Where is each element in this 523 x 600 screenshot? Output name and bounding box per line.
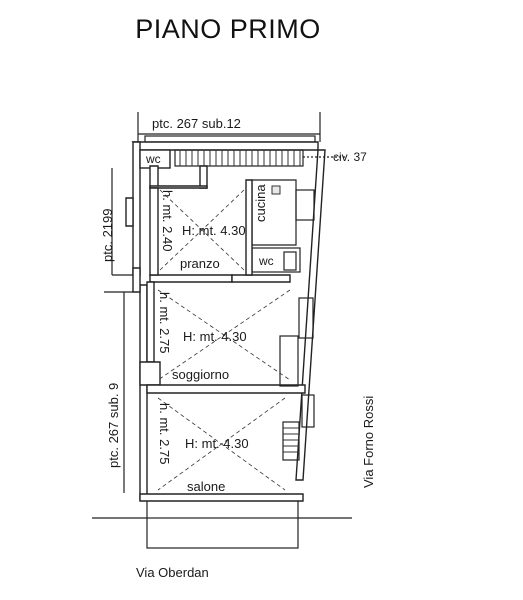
staircase-top [174,149,345,167]
wc-top-label: wc [145,152,161,166]
soggiorno-label: soggiorno [172,367,229,382]
soggiorno-ceiling-diagonals [157,289,291,381]
wc-mid-label: wc [258,254,274,268]
cucina-label: cucina [253,184,268,222]
middle-partitions [139,281,314,394]
pranzo-height-main: H: mt. 4.30 [182,223,246,238]
salone-label: salone [187,479,225,494]
salone-ceiling-diagonals [157,397,286,491]
civic-number-label: civ. 37 [333,150,367,164]
neighbor-left-lower-label: ptc. 267 sub. 9 [106,383,121,468]
soggiorno-height-main: H: mt. 4.30 [183,329,247,344]
salone-height-side: h. mt. 2.75 [157,403,172,464]
plan-title: PIANO PRIMO [135,14,321,44]
street-bottom-label: Via Oberdan [136,565,209,580]
neighbor-left-upper-label: ptc. 2199 [100,209,115,263]
soggiorno-height-side: h. mt. 2.75 [157,292,172,353]
upper-partitions [149,165,315,283]
neighbor-top-label: ptc. 267 sub.12 [152,116,241,131]
left-neighbor-boundaries [104,168,133,493]
pranzo-label: pranzo [180,256,220,271]
building-outline [92,141,352,549]
street-right-label: Via Forno Rossi [361,396,376,488]
pranzo-height-side: h. mt. 2.40 [160,190,175,251]
staircase-right [282,394,315,461]
salone-height-main: H: mt. 4.30 [185,436,249,451]
pranzo-ceiling-diagonals [159,189,245,271]
